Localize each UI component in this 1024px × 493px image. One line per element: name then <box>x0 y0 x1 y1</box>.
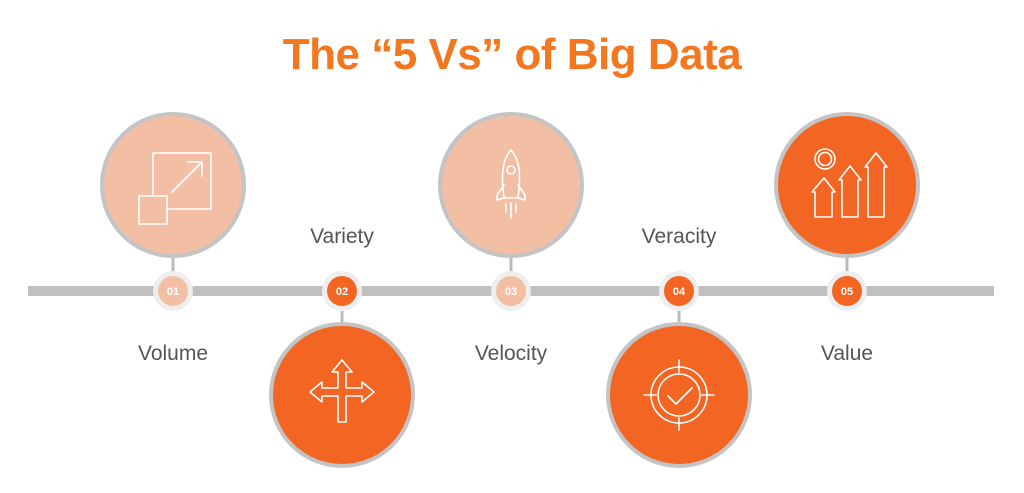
step-number-badge <box>496 276 526 306</box>
step-circle <box>438 112 584 258</box>
step-value: 05 Value <box>774 112 920 365</box>
multi-direction-arrows-icon <box>309 359 375 423</box>
growth-arrows-dollar-icon <box>811 148 888 218</box>
step-circle <box>100 112 246 258</box>
step-volume: 01 Volume <box>100 112 246 365</box>
step-number-badge <box>158 276 188 306</box>
page-title: The “5 Vs” of Big Data <box>282 30 742 79</box>
step-circle <box>269 322 415 468</box>
step-label: Veracity <box>642 225 717 248</box>
step-label: Volume <box>138 342 208 365</box>
step-circle <box>606 322 752 468</box>
target-check-icon <box>643 359 715 431</box>
step-veracity: 04 Veracity <box>606 225 752 468</box>
step-label: Velocity <box>475 342 548 365</box>
step-circle <box>774 112 920 258</box>
step-label: Variety <box>310 225 374 248</box>
rocket-icon <box>496 149 526 219</box>
step-number-badge <box>832 276 862 306</box>
step-number-badge <box>327 276 357 306</box>
resize-expand-icon <box>138 152 212 225</box>
step-number-badge <box>664 276 694 306</box>
step-label: Value <box>821 342 873 365</box>
step-number: 03 <box>505 286 517 298</box>
step-variety: 02 Variety <box>269 225 415 468</box>
step-number: 05 <box>841 286 853 298</box>
step-number: 02 <box>336 286 348 298</box>
step-number: 04 <box>673 286 686 298</box>
step-velocity: 03 Velocity <box>438 112 584 365</box>
step-number: 01 <box>167 286 179 298</box>
